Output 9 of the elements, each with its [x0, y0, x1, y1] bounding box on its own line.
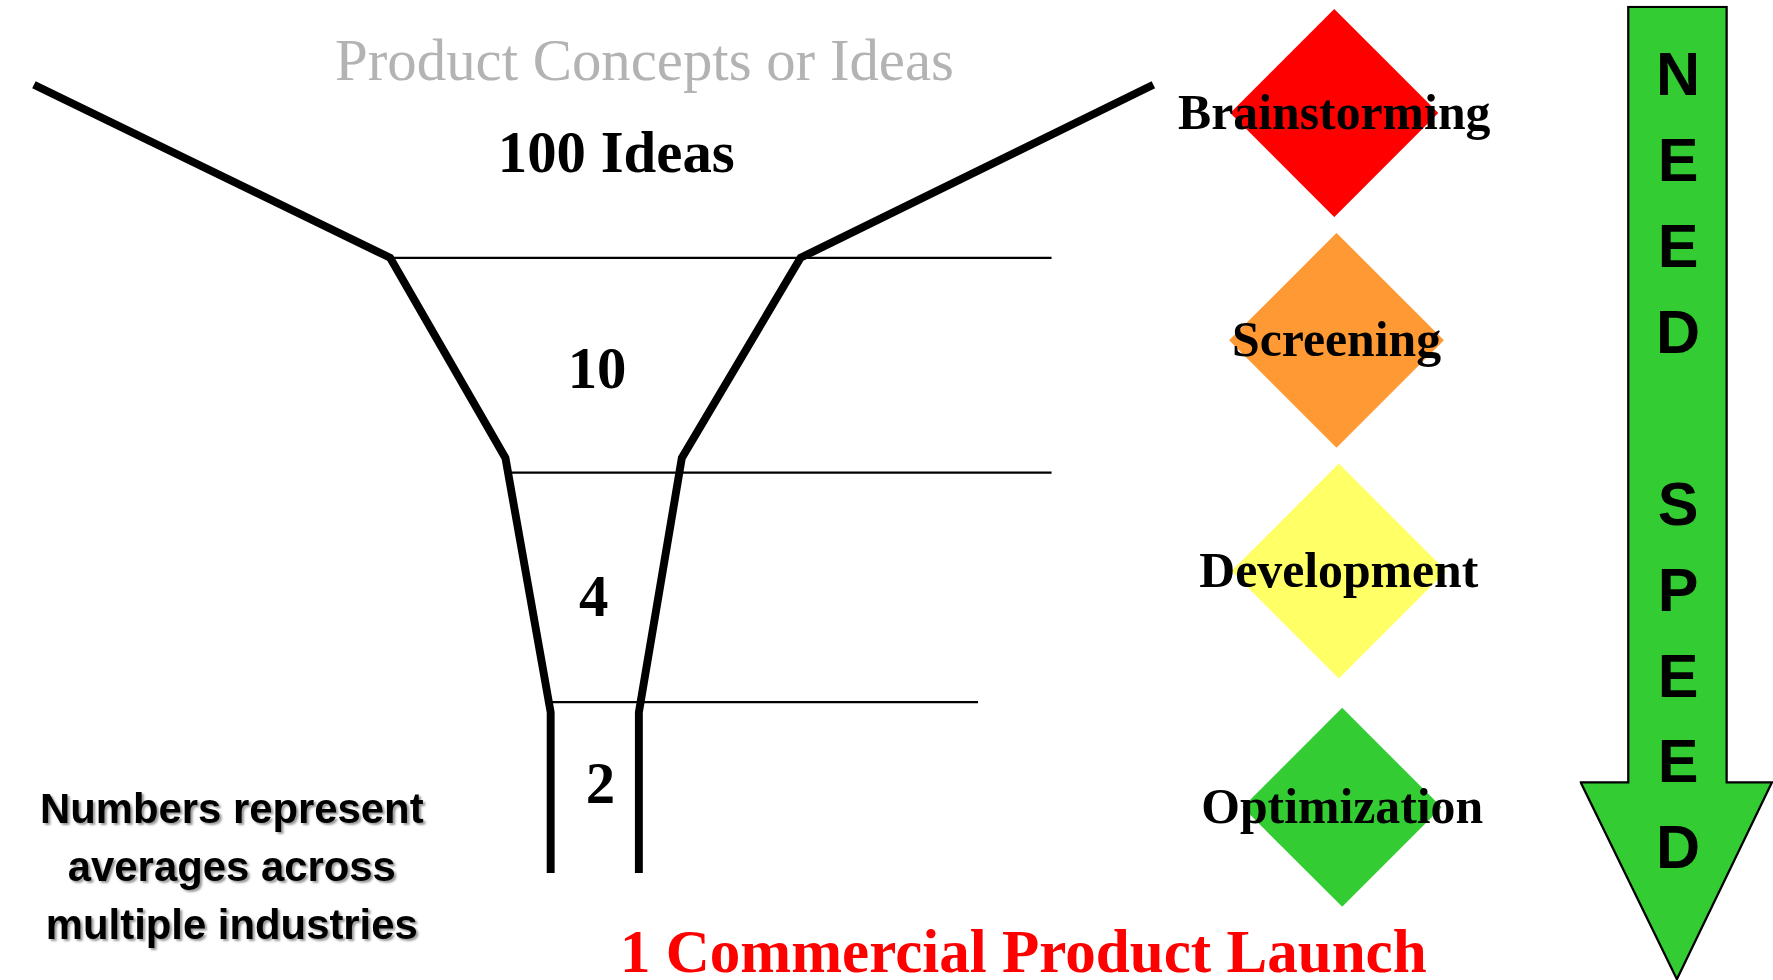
count-label: 2 — [585, 750, 616, 816]
stage-label: Screening — [1231, 311, 1442, 370]
result-label: 1 Commercial Product Launch — [619, 918, 1427, 980]
count-label: 100 Ideas — [497, 119, 735, 185]
count-label: 10 — [567, 335, 627, 401]
funnel-heading: Product Concepts or Ideas — [335, 28, 954, 93]
vertical-label: NEED SPEED — [1654, 38, 1702, 883]
count-label: 4 — [578, 564, 609, 629]
note-text: Numbers represent averages across multiple industries — [39, 785, 424, 948]
